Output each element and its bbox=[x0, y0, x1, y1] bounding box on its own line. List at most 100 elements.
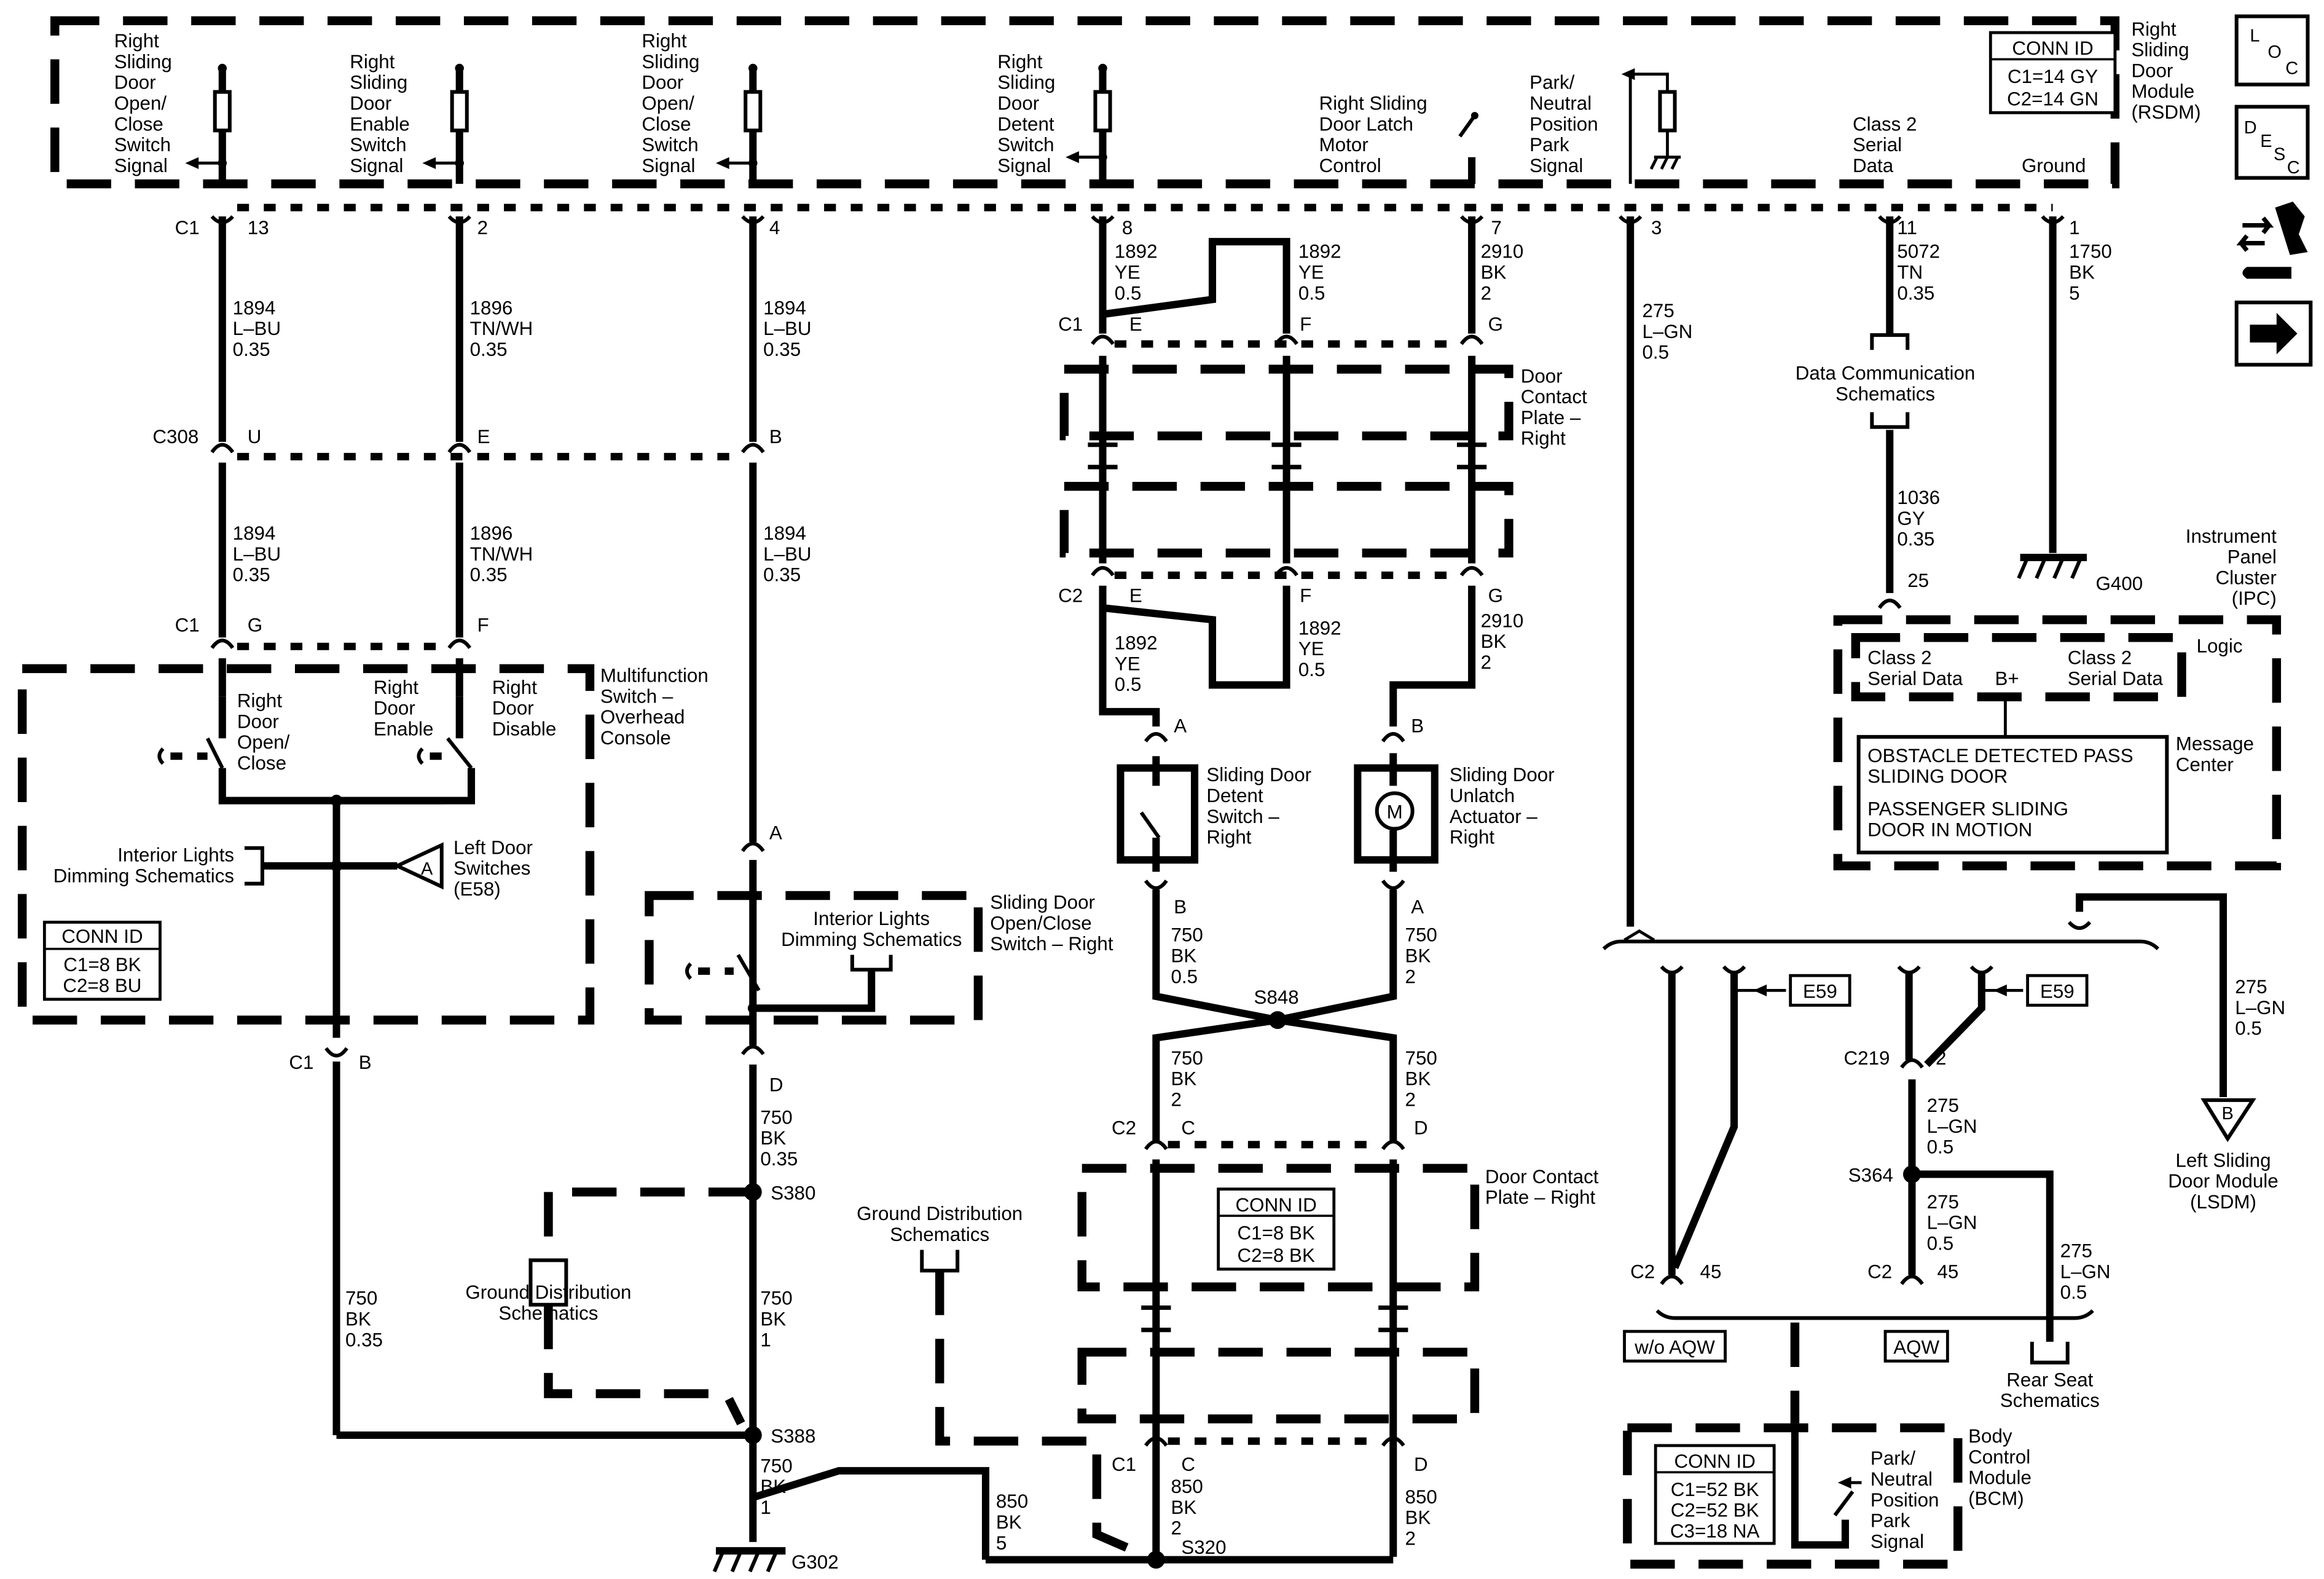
open-close-switch-right: Sliding Door Open/Close Switch – Right I… bbox=[645, 891, 1113, 1025]
svg-text:B: B bbox=[1174, 896, 1187, 918]
svg-text:C: C bbox=[2285, 59, 2298, 79]
svg-text:Serial: Serial bbox=[1853, 134, 1902, 156]
svg-text:C1=8 BK: C1=8 BK bbox=[63, 954, 141, 975]
svg-text:Data: Data bbox=[1853, 155, 1894, 176]
rsdm-c1-connector: C1 13 2 4 8 7 3 11 1 bbox=[175, 203, 2080, 238]
svg-text:Door Module: Door Module bbox=[2168, 1170, 2278, 1192]
option-aqw: AQW bbox=[1883, 1329, 1949, 1363]
svg-text:TN/WH: TN/WH bbox=[470, 318, 533, 339]
svg-text:Schematics: Schematics bbox=[2000, 1390, 2100, 1411]
svg-text:1892: 1892 bbox=[1115, 241, 1158, 262]
svg-text:Signal: Signal bbox=[350, 155, 403, 176]
svg-text:750: 750 bbox=[760, 1288, 792, 1309]
svg-text:L–BU: L–BU bbox=[763, 318, 811, 339]
svg-text:Module: Module bbox=[1968, 1467, 2032, 1489]
svg-text:Signal: Signal bbox=[114, 155, 168, 176]
svg-text:Signal: Signal bbox=[997, 155, 1051, 176]
svg-text:750: 750 bbox=[760, 1106, 792, 1128]
svg-text:0.35: 0.35 bbox=[1897, 529, 1934, 550]
svg-text:750: 750 bbox=[760, 1455, 792, 1476]
svg-text:PASSENGER SLIDING: PASSENGER SLIDING bbox=[1867, 798, 2068, 820]
svg-text:25: 25 bbox=[1907, 570, 1929, 591]
svg-text:Door: Door bbox=[114, 72, 156, 93]
svg-text:BK: BK bbox=[1405, 1068, 1431, 1090]
svg-text:(RSDM): (RSDM) bbox=[2131, 101, 2200, 123]
multifunction-switch: Multifunction Switch – Overhead Console … bbox=[17, 664, 709, 1025]
svg-text:13: 13 bbox=[248, 217, 269, 238]
rsdm-title: Right Sliding Door Module (RSDM) bbox=[2131, 18, 2200, 123]
svg-text:Sliding: Sliding bbox=[350, 72, 407, 93]
svg-text:Switch –: Switch – bbox=[1206, 806, 1279, 827]
svg-text:Detent: Detent bbox=[997, 113, 1054, 135]
svg-text:Right: Right bbox=[350, 51, 395, 73]
svg-text:2: 2 bbox=[1405, 1528, 1416, 1549]
sidebar-loc-button[interactable]: L O C bbox=[2234, 14, 2310, 87]
svg-text:C2=8 BU: C2=8 BU bbox=[63, 975, 141, 996]
svg-text:2: 2 bbox=[1481, 282, 1491, 304]
svg-text:2: 2 bbox=[1171, 1518, 1181, 1539]
svg-text:275: 275 bbox=[1642, 300, 1674, 321]
svg-text:C2=14 GN: C2=14 GN bbox=[2007, 88, 2098, 109]
park-neutral-circuit bbox=[1621, 68, 1681, 184]
svg-text:C219: C219 bbox=[1844, 1047, 1890, 1069]
svg-text:Module: Module bbox=[2131, 81, 2194, 102]
e59-ref-left: E59 bbox=[1734, 974, 1851, 1007]
connector-tools-icon[interactable] bbox=[2236, 202, 2308, 279]
svg-text:1892: 1892 bbox=[1298, 241, 1341, 262]
svg-text:BK: BK bbox=[1405, 1507, 1431, 1529]
svg-text:A: A bbox=[769, 822, 782, 843]
svg-text:BK: BK bbox=[345, 1309, 371, 1330]
svg-text:(BCM): (BCM) bbox=[1968, 1487, 2024, 1509]
svg-text:Open/: Open/ bbox=[114, 93, 167, 114]
svg-text:Motor: Motor bbox=[1319, 134, 1368, 156]
svg-text:C1: C1 bbox=[1058, 313, 1083, 335]
svg-text:Serial Data: Serial Data bbox=[2068, 667, 2164, 689]
svg-text:1894: 1894 bbox=[233, 522, 276, 544]
svg-text:B+: B+ bbox=[1995, 667, 2019, 689]
svg-text:Neutral: Neutral bbox=[1871, 1468, 1933, 1490]
svg-text:C2: C2 bbox=[1112, 1117, 1136, 1138]
svg-text:L–GN: L–GN bbox=[1927, 1212, 1977, 1234]
sidebar-desc-button[interactable]: D E S C bbox=[2234, 104, 2310, 180]
svg-text:C: C bbox=[2287, 158, 2300, 178]
wires bbox=[218, 216, 2228, 1564]
svg-text:G: G bbox=[1488, 313, 1503, 335]
svg-text:1: 1 bbox=[760, 1497, 771, 1518]
door-contact-plate-lower: Door Contact Plate – Right CONN ID C1=8 … bbox=[1077, 1164, 1599, 1423]
rear-seat-ref: Rear Seat Schematics bbox=[2000, 1342, 2100, 1411]
svg-text:YE: YE bbox=[1298, 261, 1324, 283]
svg-text:Multifunction: Multifunction bbox=[600, 665, 709, 687]
signal-label-ground: Ground bbox=[2022, 155, 2086, 176]
svg-text:Class 2: Class 2 bbox=[2068, 647, 2132, 669]
svg-text:A: A bbox=[1411, 896, 1424, 918]
svg-text:750: 750 bbox=[1171, 924, 1203, 946]
svg-text:U: U bbox=[248, 426, 262, 447]
svg-text:Message: Message bbox=[2176, 733, 2254, 755]
open-close-switch-title: Sliding Door Open/Close Switch – Right bbox=[990, 892, 1113, 955]
svg-text:Switch: Switch bbox=[997, 134, 1054, 156]
svg-text:C2=52 BK: C2=52 BK bbox=[1671, 1500, 1759, 1521]
svg-text:BK: BK bbox=[760, 1309, 786, 1330]
svg-text:w/o AQW: w/o AQW bbox=[1634, 1336, 1715, 1358]
svg-text:Switch: Switch bbox=[350, 134, 406, 156]
svg-text:850: 850 bbox=[1171, 1476, 1203, 1497]
svg-text:275: 275 bbox=[2060, 1240, 2092, 1262]
svg-text:275: 275 bbox=[1927, 1191, 1959, 1213]
left-door-ref-triangle bbox=[393, 842, 444, 890]
rsdm-conn-id: CONN ID C1=14 GY C2=14 GN bbox=[1988, 31, 2117, 114]
svg-text:Right: Right bbox=[114, 30, 159, 52]
svg-text:Signal: Signal bbox=[642, 155, 695, 176]
next-arrow-button[interactable] bbox=[2234, 301, 2313, 367]
svg-text:B: B bbox=[1411, 715, 1424, 737]
svg-text:0.5: 0.5 bbox=[1642, 342, 1669, 363]
svg-text:750: 750 bbox=[345, 1288, 377, 1309]
svg-text:0.35: 0.35 bbox=[233, 564, 270, 586]
svg-text:D: D bbox=[769, 1074, 783, 1095]
svg-text:Actuator –: Actuator – bbox=[1450, 806, 1537, 827]
svg-text:Signal: Signal bbox=[1529, 155, 1583, 176]
branch-bracket bbox=[1602, 929, 2159, 1320]
